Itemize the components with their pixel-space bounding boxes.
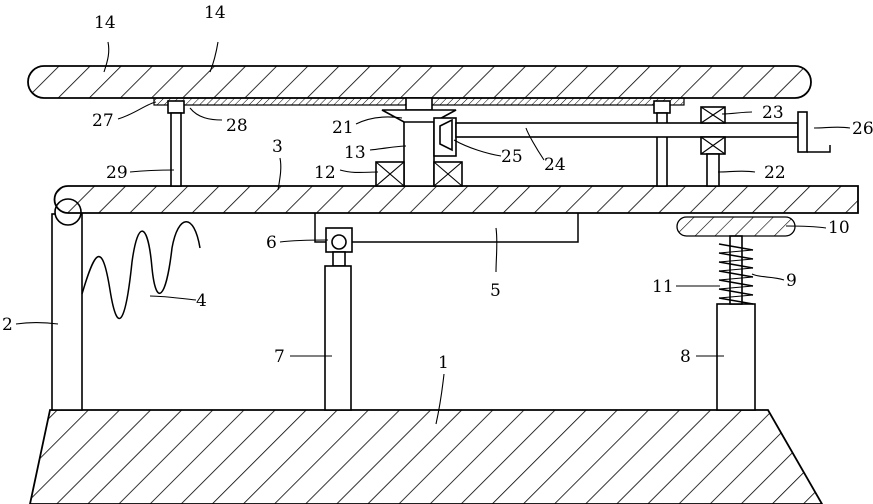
- top-pad: [677, 217, 795, 236]
- label-10: 10: [828, 218, 850, 238]
- label-21: 21: [332, 118, 354, 138]
- post-left: [171, 113, 181, 186]
- hinge-neck: [333, 252, 345, 266]
- label-14-left: 14: [94, 13, 116, 33]
- label-24: 24: [544, 155, 566, 175]
- center-collar: [406, 98, 432, 110]
- label-14-right: 14: [204, 3, 226, 23]
- wave-spring: [82, 222, 200, 319]
- label-13: 13: [344, 143, 366, 163]
- left-column: [52, 214, 82, 410]
- label-12: 12: [314, 163, 336, 183]
- lower-plate: [55, 186, 859, 213]
- label-28: 28: [226, 116, 248, 136]
- label-8: 8: [680, 347, 691, 367]
- label-29: 29: [106, 163, 128, 183]
- slider-left: [168, 101, 184, 113]
- shaft-support: [707, 154, 719, 186]
- label-11: 11: [652, 277, 674, 297]
- base: [30, 410, 822, 504]
- cylinder: [717, 304, 755, 410]
- label-1: 1: [438, 353, 449, 373]
- label-9: 9: [786, 271, 797, 291]
- center-shaft: [404, 118, 434, 186]
- gear-tooth: [440, 120, 452, 150]
- label-26: 26: [852, 119, 873, 139]
- label-6: 6: [266, 233, 277, 253]
- support-rod: [325, 266, 351, 410]
- label-25: 25: [501, 147, 523, 167]
- horizontal-shaft: [456, 123, 798, 137]
- label-3: 3: [272, 137, 283, 157]
- crank-plate: [798, 112, 807, 152]
- label-27: 27: [92, 111, 114, 131]
- bracket-arm: [315, 213, 578, 242]
- slider-right: [654, 101, 670, 113]
- label-22: 22: [764, 163, 786, 183]
- label-23: 23: [762, 103, 784, 123]
- label-7: 7: [274, 347, 285, 367]
- label-4: 4: [196, 291, 207, 311]
- label-2: 2: [2, 315, 13, 335]
- top-plate: [28, 66, 811, 98]
- crank-handle: [807, 145, 830, 152]
- label-5: 5: [490, 281, 501, 301]
- hinge-pin: [332, 235, 346, 249]
